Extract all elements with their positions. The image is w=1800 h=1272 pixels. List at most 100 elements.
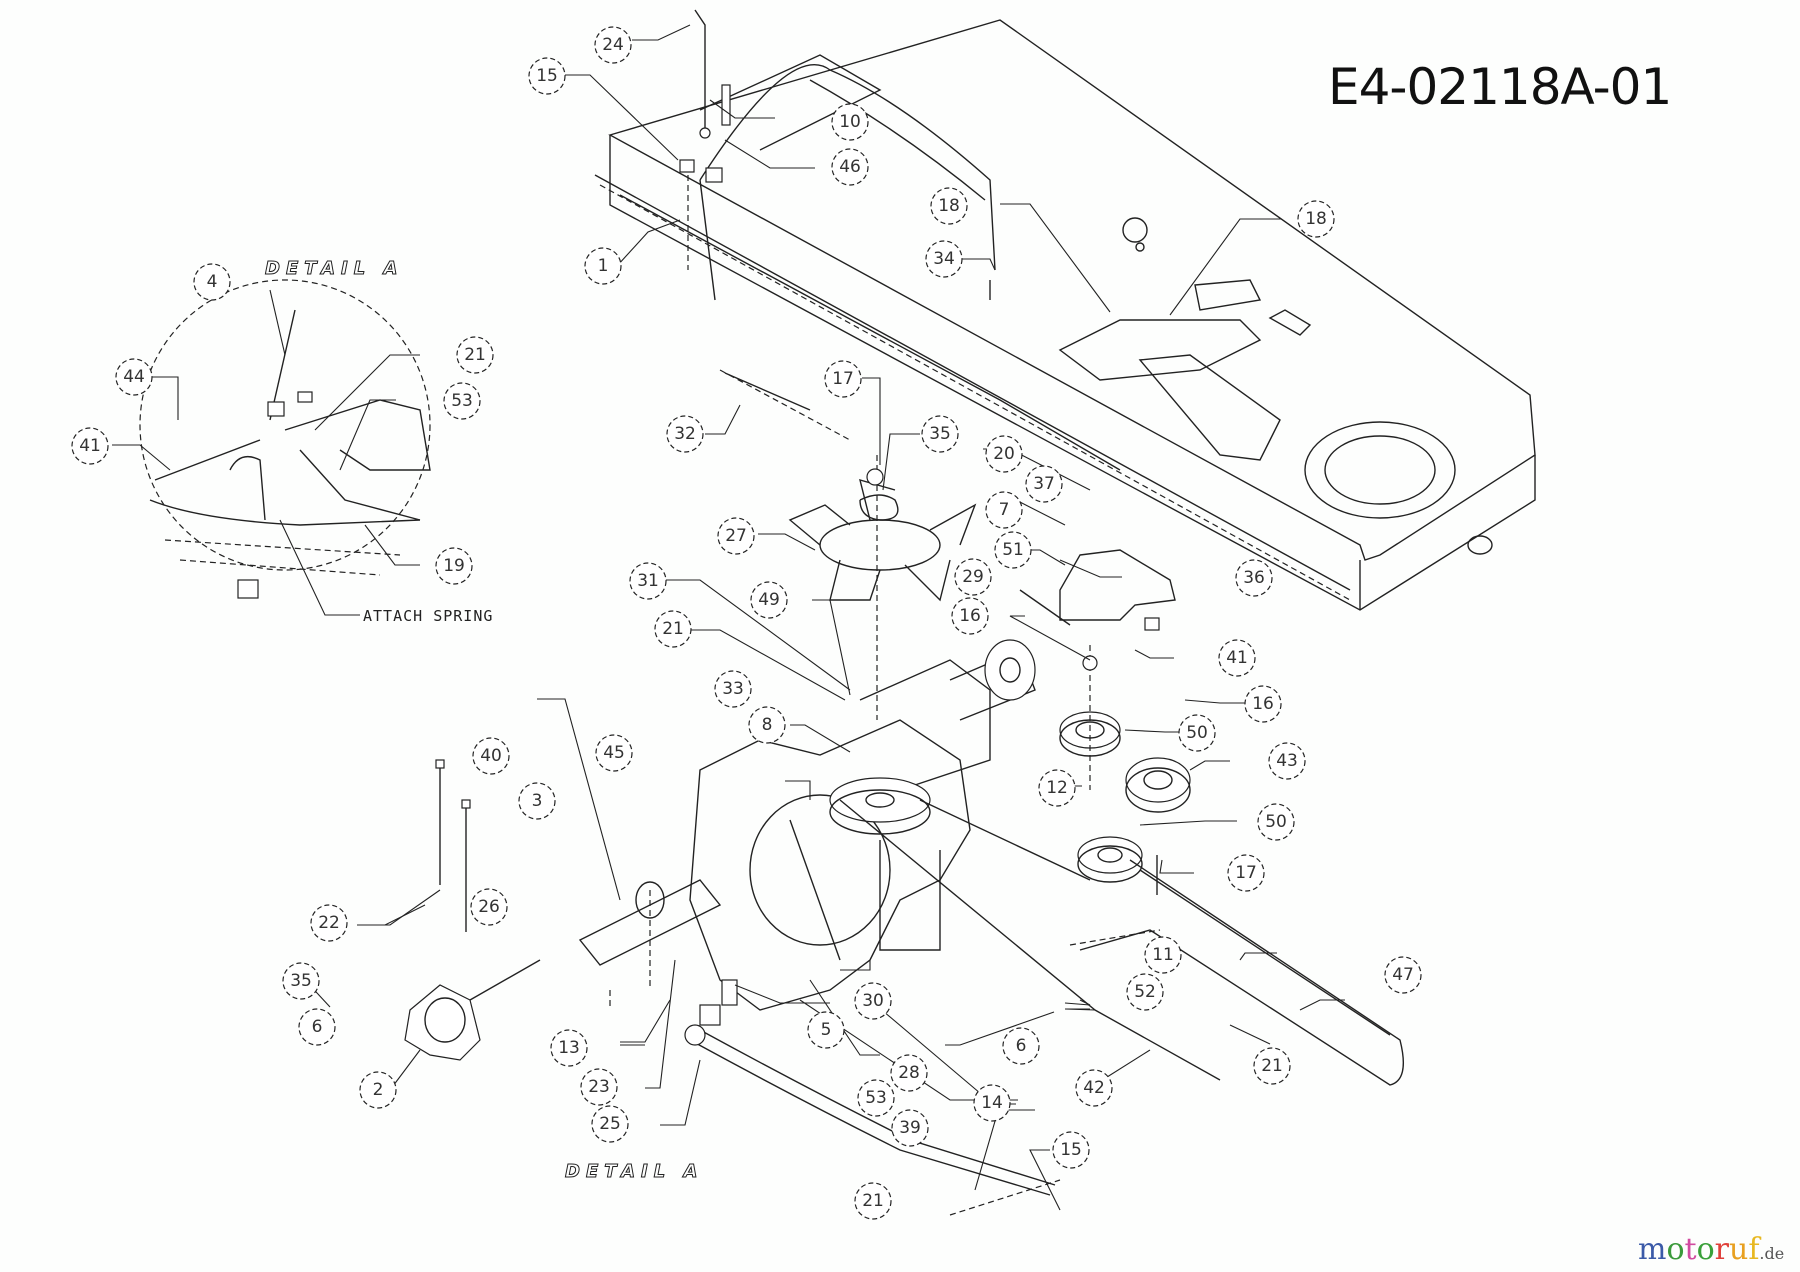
svg-text:40: 40 [480, 746, 502, 766]
svg-text:4: 4 [207, 272, 218, 292]
svg-text:10: 10 [839, 112, 861, 132]
callout-46: 46 [831, 148, 869, 186]
callout-32: 32 [666, 415, 704, 453]
svg-text:22: 22 [318, 913, 340, 933]
svg-text:42: 42 [1083, 1078, 1105, 1098]
callout-21: 21 [456, 336, 494, 374]
frame-assembly [594, 19, 1536, 611]
callout-36: 36 [1235, 559, 1273, 597]
svg-text:28: 28 [898, 1063, 920, 1083]
svg-text:30: 30 [862, 991, 884, 1011]
callout-37: 37 [1025, 465, 1063, 503]
callout-29: 29 [954, 558, 992, 596]
cooling-fan [788, 455, 977, 720]
callout-53: 53 [857, 1079, 895, 1117]
svg-text:13: 13 [558, 1038, 580, 1058]
svg-text:18: 18 [1305, 209, 1327, 229]
callout-15: 15 [528, 57, 566, 95]
svg-text:17: 17 [832, 369, 854, 389]
bracket [705, 167, 723, 183]
svg-text:32: 32 [674, 424, 696, 444]
flat-idler-pulley [1125, 757, 1191, 813]
svg-text:2: 2 [373, 1080, 384, 1100]
callout-30: 30 [854, 982, 892, 1020]
callout-13: 13 [550, 1029, 588, 1067]
svg-text:47: 47 [1392, 965, 1414, 985]
callout-50: 50 [1178, 714, 1216, 752]
callout-1: 1 [584, 247, 622, 285]
svg-text:36: 36 [1243, 568, 1265, 588]
callout-41: 41 [1218, 639, 1256, 677]
callout-27: 27 [717, 517, 755, 555]
callout-44: 44 [115, 358, 153, 396]
svg-text:18: 18 [938, 196, 960, 216]
callout-25: 25 [591, 1105, 629, 1143]
svg-text:50: 50 [1265, 812, 1287, 832]
callout-15: 15 [1052, 1131, 1090, 1169]
drive-pulley [829, 777, 931, 835]
callout-52: 52 [1126, 973, 1164, 1011]
svg-text:12: 12 [1046, 778, 1068, 798]
svg-text:21: 21 [1261, 1056, 1283, 1076]
callout-16: 16 [951, 597, 989, 635]
callout-51: 51 [994, 531, 1032, 569]
svg-text:21: 21 [862, 1191, 884, 1211]
callout-49: 49 [750, 581, 788, 619]
svg-text:26: 26 [478, 897, 500, 917]
drawing-id: E4-02118A-01 [1328, 58, 1672, 116]
svg-text:34: 34 [933, 249, 955, 269]
callout-43: 43 [1268, 742, 1306, 780]
svg-text:1: 1 [598, 256, 609, 276]
nut [679, 159, 695, 173]
callout-14: 14 [973, 1084, 1011, 1122]
callout-2: 2 [359, 1071, 397, 1109]
svg-text:21: 21 [464, 345, 486, 365]
throttle-cable [694, 9, 706, 130]
callout-50: 50 [1257, 803, 1295, 841]
svg-text:19: 19 [443, 556, 465, 576]
bolt [721, 84, 731, 126]
callout-41: 41 [71, 427, 109, 465]
svg-text:15: 15 [1060, 1140, 1082, 1160]
callout-45: 45 [595, 734, 633, 772]
svg-text:21: 21 [662, 619, 684, 639]
callout-6: 6 [1002, 1027, 1040, 1065]
svg-text:17: 17 [1235, 863, 1257, 883]
callout-7: 7 [985, 491, 1023, 529]
svg-text:37: 37 [1033, 474, 1055, 494]
callout-23: 23 [580, 1068, 618, 1106]
callout-31: 31 [629, 562, 667, 600]
callout-17: 17 [1227, 854, 1265, 892]
svg-text:29: 29 [962, 567, 984, 587]
callout-42: 42 [1075, 1069, 1113, 1107]
callout-20: 20 [985, 435, 1023, 473]
svg-text:6: 6 [1016, 1036, 1027, 1056]
svg-text:52: 52 [1134, 982, 1156, 1002]
callout-8: 8 [748, 706, 786, 744]
svg-text:6: 6 [312, 1017, 323, 1037]
callout-21: 21 [854, 1182, 892, 1220]
svg-text:11: 11 [1152, 945, 1174, 965]
svg-text:50: 50 [1186, 723, 1208, 743]
shift-rod [689, 1039, 1051, 1196]
callout-18: 18 [1297, 200, 1335, 238]
svg-text:45: 45 [603, 743, 625, 763]
svg-text:33: 33 [722, 679, 744, 699]
svg-text:27: 27 [725, 526, 747, 546]
svg-text:16: 16 [1252, 694, 1274, 714]
svg-text:15: 15 [536, 66, 558, 86]
svg-text:23: 23 [588, 1077, 610, 1097]
svg-text:5: 5 [821, 1020, 832, 1040]
callout-34: 34 [925, 240, 963, 278]
svg-text:25: 25 [599, 1114, 621, 1134]
callout-16: 16 [1244, 685, 1282, 723]
callout-35: 35 [282, 962, 320, 1000]
svg-text:8: 8 [762, 715, 773, 735]
svg-text:39: 39 [899, 1118, 921, 1138]
detail-a-bottom-label: DETAIL A [565, 1161, 703, 1182]
svg-text:31: 31 [637, 571, 659, 591]
callout-11: 11 [1144, 936, 1182, 974]
svg-text:3: 3 [532, 791, 543, 811]
idler-pulley-upper [1059, 645, 1121, 790]
